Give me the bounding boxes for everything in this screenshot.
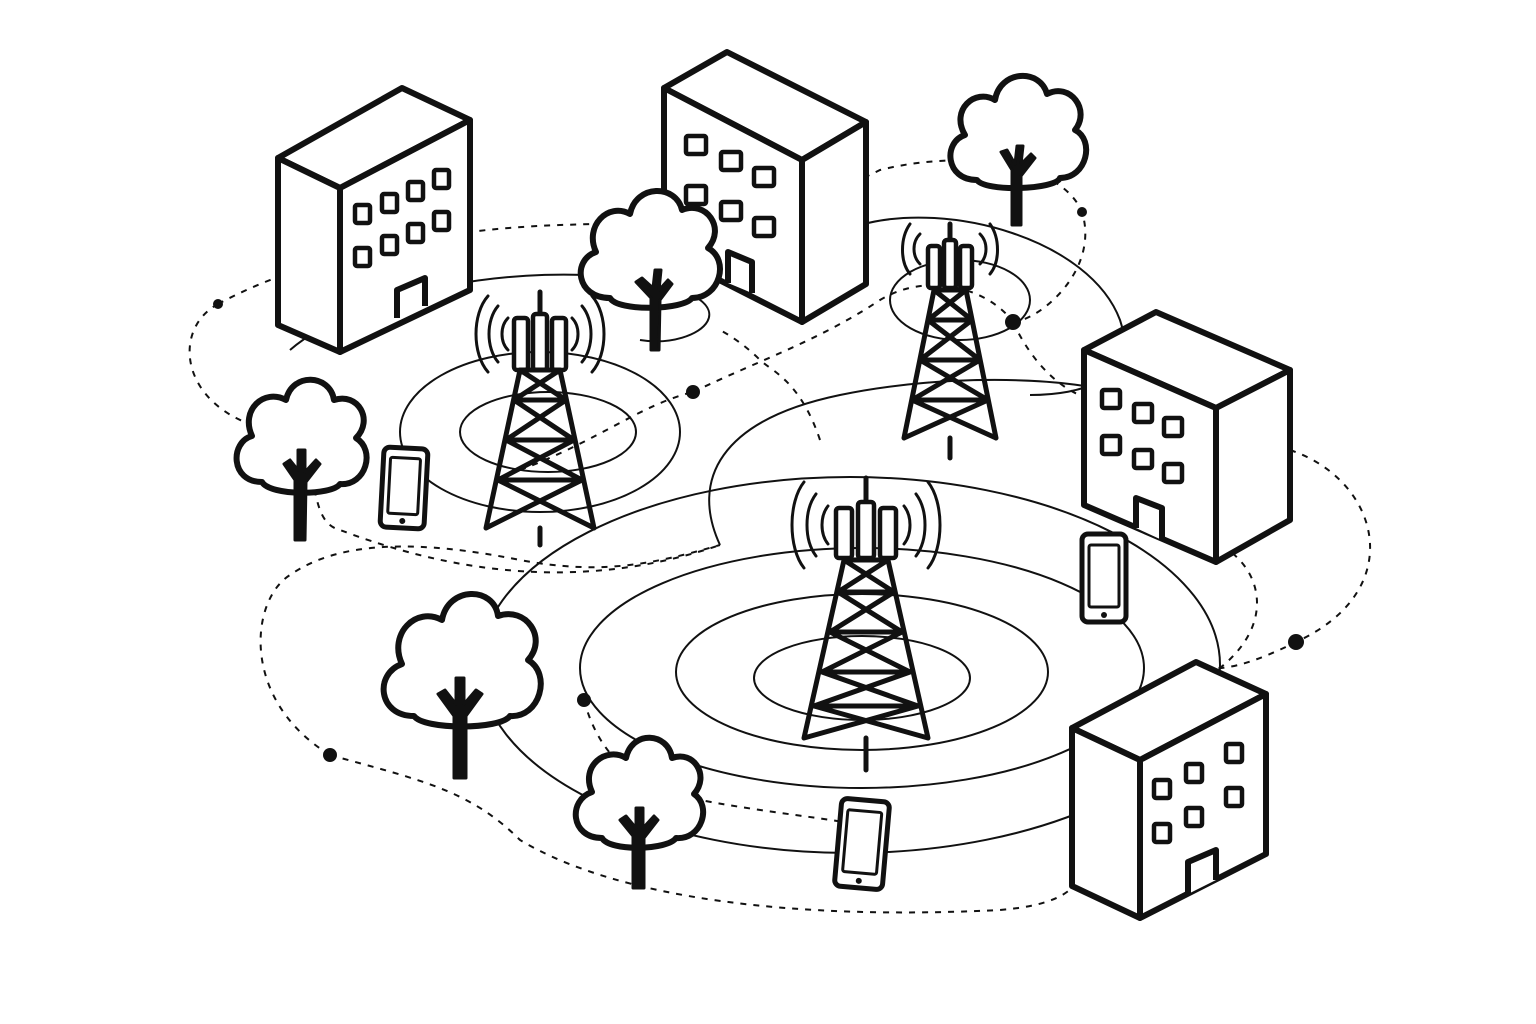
- coverage-ring-center-5: [708, 378, 1121, 546]
- tree: [380, 591, 544, 780]
- home-button: [855, 877, 862, 884]
- building-windows: [1151, 741, 1245, 845]
- coverage-ring-left-2: [399, 351, 681, 513]
- signal-waves-icon: [901, 222, 999, 276]
- tower-antenna: [925, 221, 975, 291]
- network-node: [686, 385, 700, 399]
- cell-tower-left: [474, 289, 606, 548]
- network-node: [1005, 314, 1021, 330]
- building-top-left: [275, 85, 473, 355]
- building-right: [1081, 309, 1293, 565]
- network-node: [1288, 634, 1304, 650]
- network-node: [577, 693, 591, 707]
- smartphone: [377, 444, 431, 532]
- building-door: [1133, 495, 1165, 540]
- building-door: [394, 275, 428, 318]
- network-boundary-left: [188, 303, 721, 574]
- building-bottom-right: [1069, 659, 1269, 921]
- network-link-center-up: [719, 329, 821, 441]
- smartphone: [1079, 531, 1129, 625]
- network-link-mid: [692, 284, 1014, 393]
- building-windows: [1099, 387, 1185, 485]
- smartphone: [832, 796, 892, 892]
- tree: [947, 73, 1090, 227]
- building-windows: [352, 167, 452, 269]
- network-boundary-lower-left: [259, 544, 721, 756]
- network-node: [1077, 207, 1087, 217]
- cell-tower-center: [790, 475, 942, 773]
- home-button: [399, 517, 406, 524]
- tree: [233, 376, 370, 542]
- network-node: [213, 299, 223, 309]
- network-node: [323, 748, 337, 762]
- building-door: [1185, 847, 1219, 894]
- signal-waves-icon: [790, 480, 942, 570]
- tower-antenna: [511, 289, 569, 373]
- cell-tower-top-right: [901, 221, 999, 461]
- tree: [572, 734, 706, 890]
- building-windows: [683, 133, 777, 239]
- building-door: [725, 249, 755, 293]
- network-link-center-ring: [583, 699, 881, 831]
- network-nodes: [213, 207, 1304, 762]
- tree: [577, 188, 723, 352]
- signal-waves-icon: [474, 294, 606, 374]
- coverage-ring-left-1: [459, 391, 637, 473]
- network-boundary-bottom: [329, 754, 1081, 914]
- home-button: [1101, 612, 1107, 618]
- tower-antenna: [833, 475, 899, 561]
